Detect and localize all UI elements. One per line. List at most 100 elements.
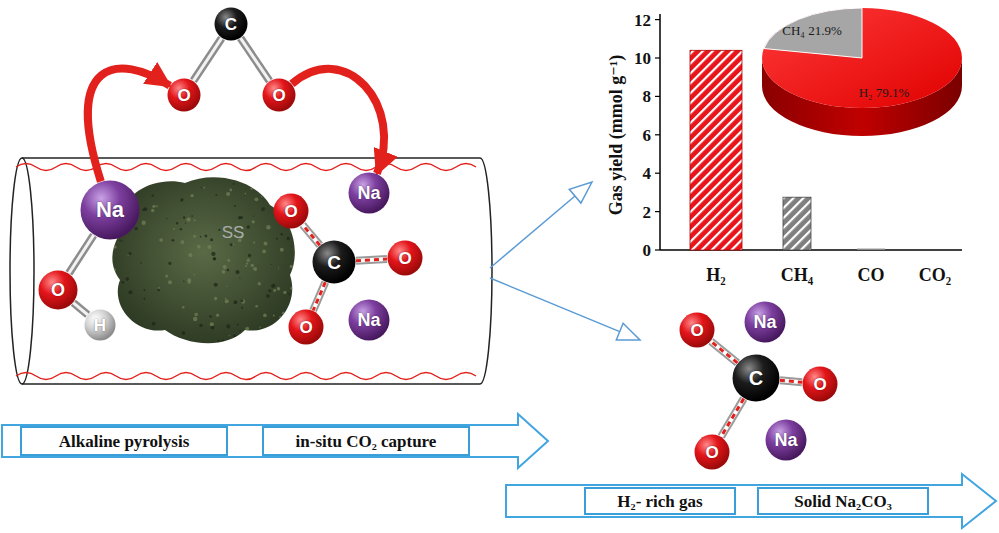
process-box: in-situ CO₂ capture xyxy=(262,426,470,456)
atom-symbol: O xyxy=(813,376,826,393)
text-wrap: O xyxy=(387,240,423,276)
text-wrap: O xyxy=(167,78,201,112)
powder-speck xyxy=(180,201,181,202)
powder-speck xyxy=(268,289,271,292)
atom-symbol: Na xyxy=(357,311,380,329)
powder-speck xyxy=(142,169,145,172)
category-label: CH₄ xyxy=(781,266,813,284)
powder-speck xyxy=(137,178,139,180)
process-arrow xyxy=(506,474,996,528)
powder-speck xyxy=(277,267,279,269)
bond-dash xyxy=(780,380,802,382)
powder-speck xyxy=(159,238,163,242)
bond-inner xyxy=(303,225,320,245)
powder-speck xyxy=(247,225,251,229)
atom-symbol: Na xyxy=(357,184,380,202)
atom-symbol: C xyxy=(225,16,237,33)
powder-speck xyxy=(129,174,130,175)
powder-speck xyxy=(173,343,177,347)
powder-speck xyxy=(276,238,278,240)
powder-speck xyxy=(239,278,240,279)
powder-speck xyxy=(126,277,130,281)
text-wrap: O xyxy=(288,309,324,345)
powder-speck xyxy=(260,182,264,186)
powder-speck xyxy=(185,181,187,183)
powder-speck xyxy=(245,327,249,331)
powder-speck xyxy=(263,332,267,336)
powder-speck xyxy=(266,294,270,298)
powder-speck xyxy=(264,242,268,246)
atom-o: O xyxy=(288,309,324,345)
powder-speck xyxy=(118,165,121,167)
powder-speck xyxy=(247,259,250,262)
atom-symbol: Na xyxy=(96,199,124,221)
atom-symbol: O xyxy=(51,281,65,299)
powder-speck xyxy=(120,220,123,223)
powder-speck xyxy=(227,269,230,272)
bar xyxy=(857,249,885,250)
powder-speck xyxy=(281,233,283,235)
bond-inner xyxy=(193,38,221,81)
atom-ball xyxy=(388,241,423,276)
powder-speck xyxy=(182,306,184,308)
powder-speck xyxy=(157,289,160,292)
powder-speck xyxy=(152,205,155,208)
powder-speck xyxy=(188,253,192,257)
powder-speck xyxy=(246,262,248,264)
powder-speck xyxy=(237,324,239,326)
powder-speck xyxy=(194,346,197,349)
powder-speck xyxy=(226,324,230,328)
powder-speck xyxy=(233,244,234,245)
powder-speck xyxy=(131,223,134,226)
bond-inner xyxy=(313,282,325,310)
text-wrap: Na xyxy=(744,301,786,343)
atom-ball xyxy=(168,79,201,112)
bond-inner xyxy=(73,303,87,315)
powder-speck xyxy=(214,283,218,287)
powder-speck xyxy=(166,218,167,219)
branch-arrowhead xyxy=(616,323,640,340)
powder-speck xyxy=(129,252,132,255)
bond-outer xyxy=(721,399,744,437)
powder-speck xyxy=(225,298,227,300)
powder-speck xyxy=(211,252,215,256)
text-wrap: H xyxy=(84,309,116,341)
arrow-stroke xyxy=(88,69,170,182)
tick-label: 4 xyxy=(643,165,652,182)
powder-speck xyxy=(262,344,264,346)
powder-speck xyxy=(128,255,129,256)
powder-speck xyxy=(107,268,108,269)
powder-speck xyxy=(275,185,277,187)
powder-speck xyxy=(190,194,193,197)
powder-speck xyxy=(249,337,252,340)
atom-ball xyxy=(680,313,715,348)
powder-speck xyxy=(134,173,137,176)
powder-speck xyxy=(252,220,255,223)
tick-label: 0 xyxy=(643,242,652,259)
text-wrap: Na xyxy=(348,172,390,214)
bond-outer xyxy=(356,259,387,261)
pie-slice xyxy=(764,8,862,58)
box-label: Solid Na₂CO₃ xyxy=(794,493,892,510)
bond-line xyxy=(711,341,737,362)
powder-speck xyxy=(217,340,219,342)
tick-label: 10 xyxy=(634,50,651,67)
powder-speck xyxy=(213,257,217,261)
powder-speck xyxy=(261,207,265,211)
heating-wave xyxy=(16,164,476,171)
powder-speck xyxy=(134,227,137,230)
atom-ball xyxy=(81,181,140,240)
powder-speck xyxy=(123,319,125,321)
powder-speck xyxy=(227,259,230,262)
pie-label: H₂ 79.1% xyxy=(859,86,910,99)
atom-ball xyxy=(803,367,838,402)
atom-symbol: O xyxy=(690,322,703,339)
powder-speck xyxy=(265,167,269,171)
powder-speck xyxy=(127,201,130,204)
powder-speck xyxy=(123,220,127,224)
powder-speck xyxy=(240,299,243,302)
bond-dash xyxy=(711,341,737,362)
bond-line xyxy=(721,399,744,437)
powder-speck xyxy=(259,327,261,329)
powder-speck xyxy=(128,181,129,182)
